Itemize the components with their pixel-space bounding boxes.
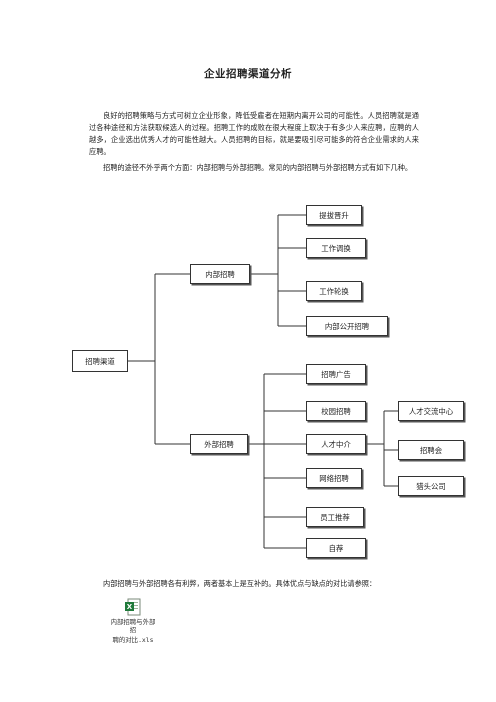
- node-employee-referral: 员工推荐: [306, 507, 364, 527]
- channels-paragraph: 招聘的途径不外乎两个方面：内部招聘与外部招聘。常见的内部招聘与外部招聘方式有如下…: [103, 163, 413, 172]
- document-title: 企业招聘渠道分析: [204, 68, 292, 80]
- attachment-caption-line2: 聘的对比.xls: [112, 636, 154, 644]
- attachment-caption-line1: 内部招聘与外部招: [110, 618, 156, 634]
- node-root: 招聘渠道: [72, 350, 128, 372]
- excel-file-icon: X: [125, 598, 141, 616]
- node-talent-exchange-center: 人才交流中心: [398, 401, 464, 421]
- node-external-recruitment: 外部招聘: [190, 434, 248, 454]
- intro-paragraph: 良好的招聘策略与方式可树立企业形象，降低受雇者在短期内离开公司的可能性。人员招聘…: [89, 111, 419, 156]
- comparison-paragraph: 内部招聘与外部招聘各有利弊，两者基本上是互补的。具体优点与缺点的对比请参照：: [103, 579, 377, 588]
- node-recruitment-ads: 招聘广告: [306, 364, 366, 384]
- node-online-recruitment: 网络招聘: [306, 468, 362, 488]
- node-headhunter: 猎头公司: [398, 476, 464, 496]
- node-promotion: 提拔晋升: [306, 205, 362, 225]
- node-self-recommendation: 自荐: [306, 538, 366, 558]
- node-internal-recruitment: 内部招聘: [190, 264, 250, 284]
- node-campus-recruitment: 校园招聘: [306, 401, 366, 421]
- node-job-rotation: 工作轮换: [306, 281, 362, 301]
- svg-text:X: X: [127, 603, 133, 611]
- node-talent-agency: 人才中介: [306, 434, 366, 454]
- xls-attachment[interactable]: X 内部招聘与外部招 聘的对比.xls: [110, 598, 156, 644]
- node-job-transfer: 工作调换: [306, 238, 366, 258]
- node-internal-open-recruitment: 内部公开招聘: [306, 316, 388, 336]
- node-job-fair: 招聘会: [398, 440, 464, 460]
